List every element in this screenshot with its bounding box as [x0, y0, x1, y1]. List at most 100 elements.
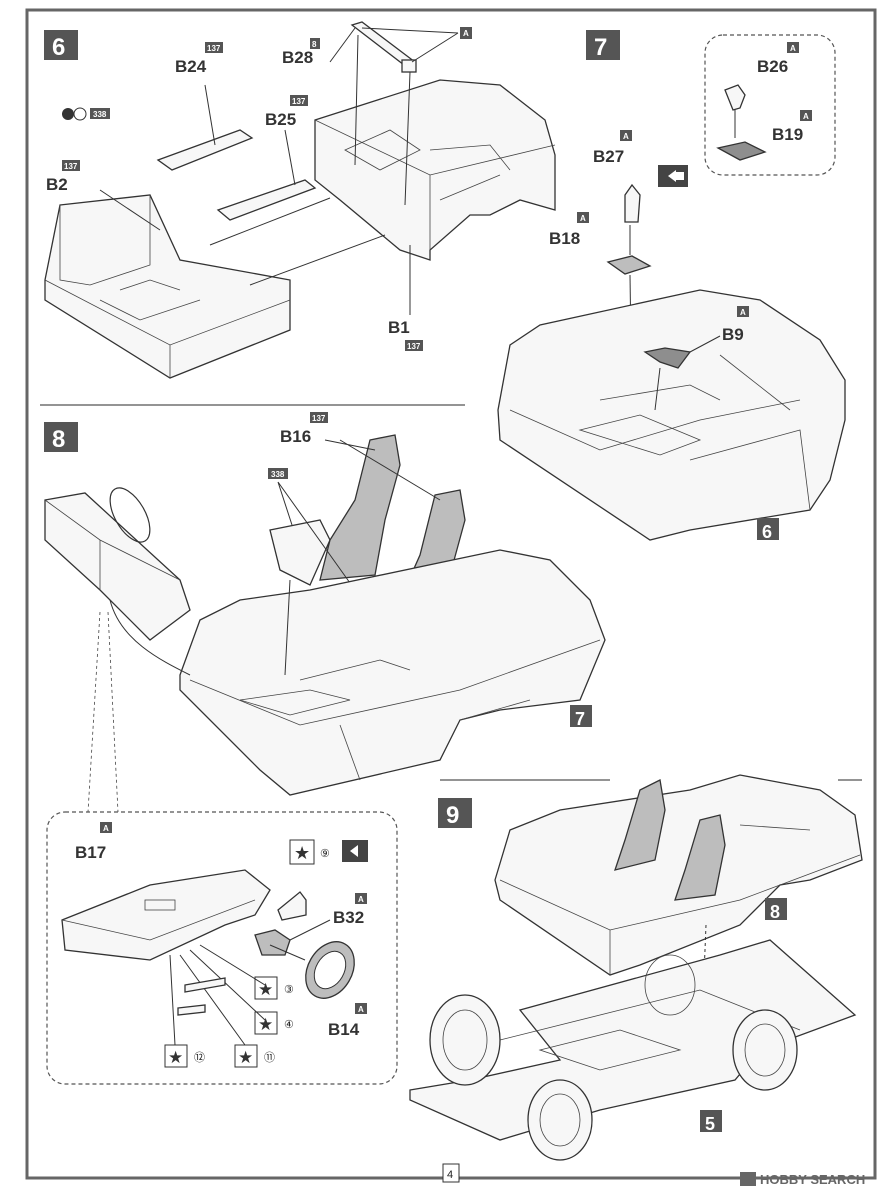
label-b9: B9 [722, 325, 744, 344]
ref-8-number: 8 [770, 902, 780, 922]
code-b25: 137 [292, 97, 306, 106]
code-badge-b28 [310, 38, 320, 49]
code-badge-b24 [205, 42, 223, 53]
part-b18-shape [606, 255, 652, 275]
star-icon: ★ [294, 843, 310, 863]
arrow-seat-to-tub [284, 579, 291, 676]
assembly-8-interior [494, 774, 863, 976]
leader-b16 [324, 439, 441, 501]
floor-pan-b2 [44, 194, 291, 379]
code-badge-b16 [310, 412, 328, 423]
leader-b25 [284, 129, 296, 186]
code-b9: A [740, 308, 746, 317]
step-9-badge [438, 798, 472, 828]
decal-4-badge [254, 1011, 278, 1035]
part-b32-shape [254, 929, 291, 956]
inset-dashboard [46, 811, 398, 1085]
part-b14-shape [305, 941, 355, 999]
part-b19-shape [716, 141, 767, 161]
code-badge-b32 [355, 893, 367, 904]
step-7-badge [586, 30, 620, 60]
label-b27: B27 [593, 147, 624, 166]
label-b1: B1 [388, 318, 410, 337]
arrow-dash-to-tub [109, 599, 191, 676]
label-b28: B28 [282, 48, 313, 67]
ref-6-badge [757, 518, 779, 540]
watermark: HOBBY SEARCH [760, 1172, 865, 1187]
leader-paint-338 [277, 481, 356, 591]
step-6-number: 6 [52, 34, 65, 61]
paint-code-badge [90, 108, 110, 119]
code-b2: 137 [64, 162, 78, 171]
leader-b2 [99, 189, 161, 231]
label-b18: B18 [549, 229, 580, 248]
label-b19: B19 [772, 125, 803, 144]
decal-leaders [169, 944, 266, 1046]
decal-11-shape [184, 977, 226, 993]
decal-12-badge [164, 1044, 188, 1068]
inset-b26-b19 [704, 34, 836, 176]
star-icon: ★ [168, 1048, 183, 1067]
step-9: 9 8 5 [409, 774, 863, 1161]
label-b17: B17 [75, 843, 106, 862]
leader-b24 [204, 84, 216, 146]
arrow-interior-to-chassis [699, 924, 707, 1076]
leader-runner-a [361, 27, 459, 63]
arrow-b25-to-floor [209, 197, 331, 246]
step-8: 8 137 B16 338 [44, 412, 606, 1085]
code-b14: A [358, 1005, 364, 1014]
part-b25-shape [216, 179, 317, 221]
label-b24: B24 [175, 57, 207, 76]
runner-a-badge [460, 27, 472, 39]
arrow-b28-to-tub [354, 34, 411, 206]
code-b18: A [580, 214, 586, 223]
code-b24: 137 [207, 44, 221, 53]
decal-12-shape [177, 1004, 206, 1016]
ref-7-badge [570, 705, 592, 727]
ref-5-number: 5 [705, 1114, 715, 1134]
code-b19: A [803, 112, 809, 121]
part-b24-shape [156, 129, 254, 171]
step-6-badge [44, 30, 78, 60]
hobbysearch-logo-icon [740, 1172, 756, 1186]
runner-a-code: A [463, 29, 469, 38]
step-7-number: 7 [594, 34, 607, 61]
leader-b32 [289, 919, 331, 941]
label-b25: B25 [265, 110, 296, 129]
step-8-number: 8 [52, 426, 65, 453]
arrow-tub-to-floor [249, 234, 386, 286]
seat-rear [269, 434, 401, 586]
body-tub-b1 [314, 79, 556, 261]
assembly-5-chassis [409, 939, 857, 1161]
decal-9-badge [289, 839, 315, 865]
part-b26-shape [724, 84, 746, 111]
step-8-badge [44, 422, 78, 452]
code-b1: 137 [407, 342, 421, 351]
paint-code-338: 338 [93, 110, 107, 119]
star-icon: ★ [238, 1048, 253, 1067]
assembly-7-tub [179, 549, 606, 796]
code-badge-b27 [620, 130, 632, 141]
arrow-b9-to-tub [654, 367, 661, 411]
part-b17-shape [61, 869, 271, 961]
star-icon: ★ [258, 980, 273, 999]
label-b16: B16 [280, 427, 311, 446]
code-badge-b9 [737, 306, 749, 317]
direction-icon-arrow [668, 170, 676, 182]
label-b26: B26 [757, 57, 788, 76]
ref-5-badge [700, 1110, 722, 1132]
inset-leader [87, 611, 119, 813]
code-badge-b19 [800, 110, 812, 121]
direction-icon-box [676, 172, 684, 180]
decal-11-badge [234, 1044, 258, 1068]
ref-8-badge [765, 898, 787, 920]
paint-code-badge [268, 468, 288, 479]
code-b32: A [358, 895, 364, 904]
code-badge-b2 [62, 160, 80, 171]
code-b26: A [790, 44, 796, 53]
part-b9-shape [643, 347, 692, 369]
decal-12-label: ⑫ [194, 1051, 205, 1064]
code-b27: A [623, 132, 629, 141]
step-6: 6 [44, 21, 556, 379]
